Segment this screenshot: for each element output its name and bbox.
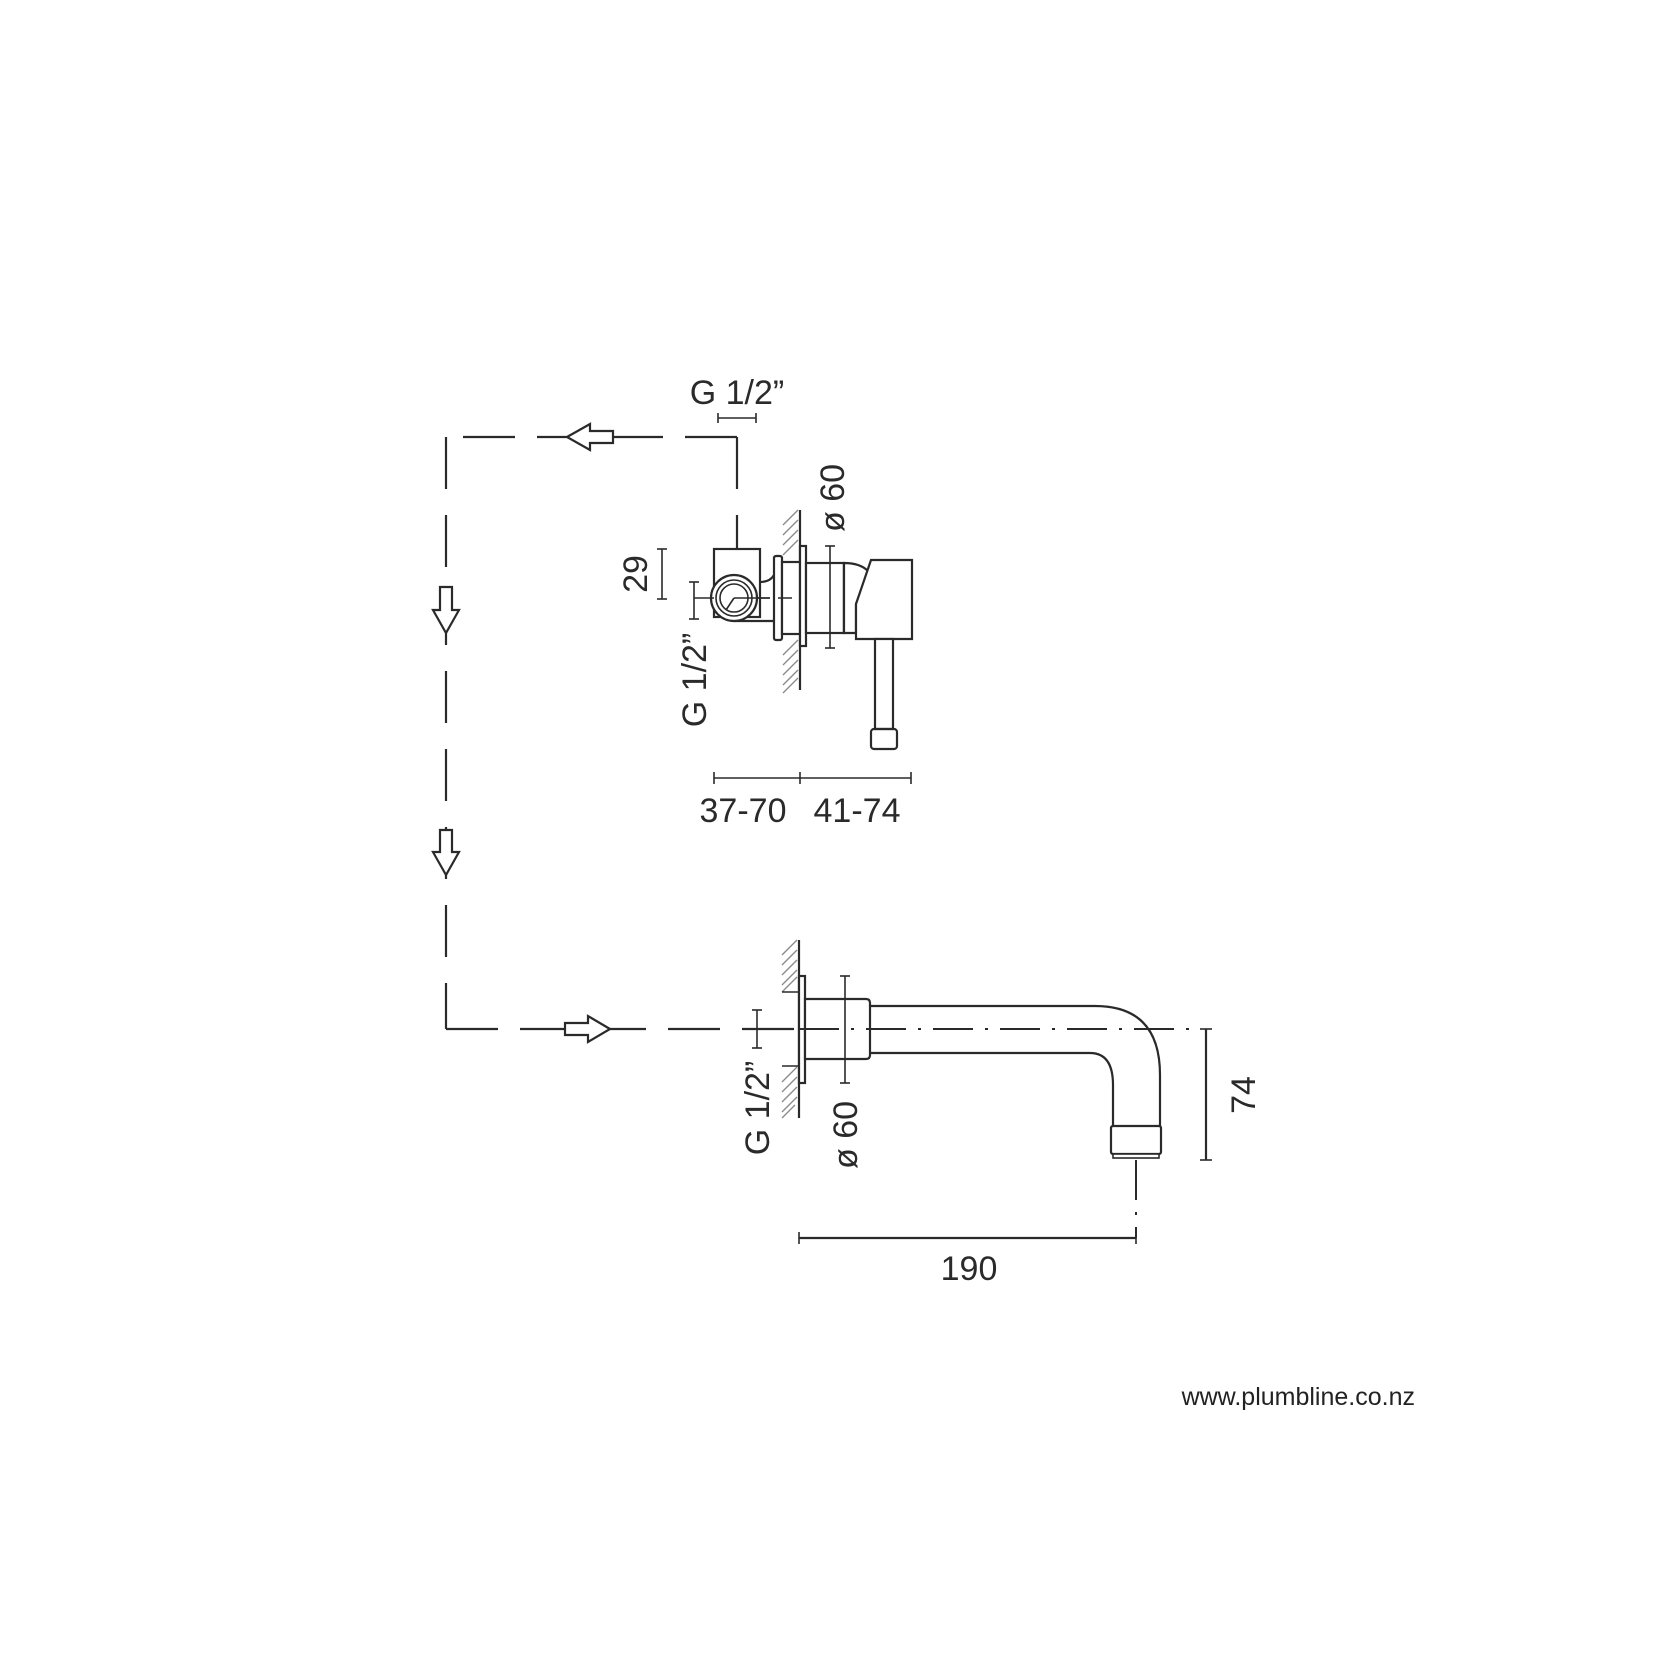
label-74: 74 [1225, 1076, 1263, 1114]
dimension-top-inlet: G 1/2” [690, 374, 784, 423]
label-190: 190 [941, 1250, 998, 1288]
spout [781, 939, 1190, 1238]
label-depth-right: 41-74 [814, 792, 901, 830]
mixer-valve [694, 509, 914, 751]
dimension-mixer-diameter: ø 60 [814, 464, 852, 649]
dimension-spout-diameter: ø 60 [827, 975, 865, 1169]
label-mixer-diameter: ø 60 [814, 464, 852, 532]
dimension-29: 29 [617, 548, 667, 600]
label-spout-inlet: G 1/2” [739, 1061, 777, 1155]
flow-arrow-down-icon [431, 585, 461, 636]
dimension-spout-inlet: G 1/2” [739, 1009, 777, 1155]
label-spout-diameter: ø 60 [827, 1101, 865, 1169]
flow-pipe-path [444, 435, 799, 1031]
dimension-74: 74 [1200, 1028, 1263, 1161]
dimension-mixer-depth: 37-70 41-74 [700, 772, 912, 830]
dimension-side-inlet: G 1/2” [676, 581, 714, 727]
wall-hatch [782, 509, 802, 694]
flow-arrow-down-icon [431, 828, 461, 878]
label-29: 29 [617, 555, 655, 593]
label-top-inlet: G 1/2” [690, 374, 784, 412]
flow-arrow-left-icon [564, 422, 615, 452]
flow-arrow-right-icon [563, 1014, 613, 1044]
website-link[interactable]: www.plumbline.co.nz [1181, 1383, 1415, 1411]
label-depth-left: 37-70 [700, 792, 787, 830]
wall-hatch [781, 939, 801, 1119]
label-side-inlet: G 1/2” [676, 633, 714, 727]
dimension-190: 190 [798, 1232, 1137, 1288]
